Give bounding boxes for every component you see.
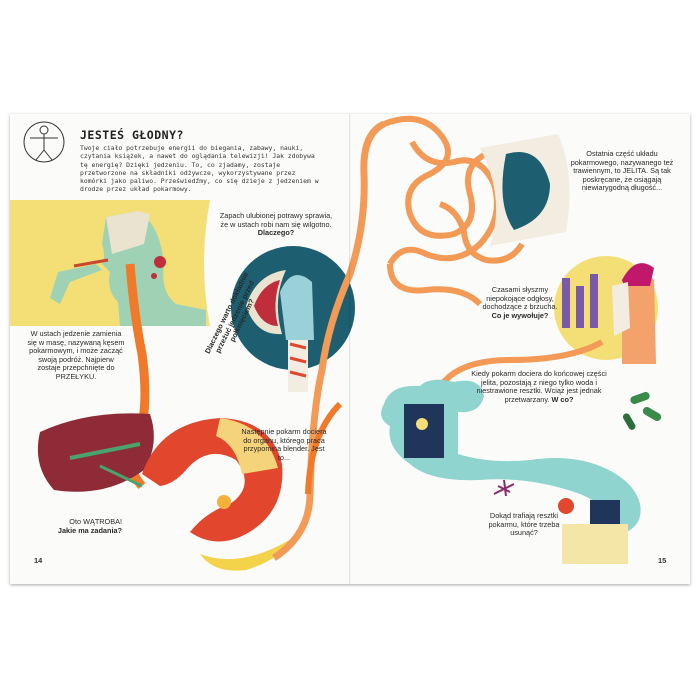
city-building <box>590 274 598 328</box>
colon-question: W co? <box>551 394 574 404</box>
salivary-gland <box>151 273 157 279</box>
salivary-gland <box>154 256 166 268</box>
food-ball <box>217 495 231 509</box>
intestine-flap-detail <box>502 152 550 230</box>
esophagus-lower <box>305 401 343 495</box>
city-building <box>562 278 570 328</box>
saliva-caption: Zapach ulubionej potrawy sprawia, że w u… <box>216 211 336 238</box>
page-gutter <box>349 114 351 584</box>
book-spread: JESTEŚ GŁODNY? Twoje ciało potrzebuje en… <box>10 114 690 584</box>
bacteria-icon <box>493 479 515 497</box>
mouth-inside <box>254 280 280 326</box>
stomach-caption: Następnie pokarm dociera do organu, któr… <box>241 427 327 462</box>
burp-caption: Czasami słyszmy niepokojące odgłosy, doc… <box>472 285 568 320</box>
spoon <box>73 258 109 268</box>
burp-question: Co je wywołuje? <box>491 310 549 320</box>
girl-hair <box>280 274 314 340</box>
saliva-question: Dlaczego? <box>257 228 295 238</box>
bile-duct <box>99 464 143 488</box>
liver-caption: Oto WĄTROBA! Jakie ma zadania? <box>24 517 122 535</box>
toilet-flap <box>562 524 628 564</box>
page-number-right: 15 <box>658 556 667 565</box>
boy-figure <box>622 273 656 364</box>
city-building <box>576 286 584 328</box>
liver-text: Oto WĄTROBA! <box>69 517 122 526</box>
colon <box>381 379 641 534</box>
colon-dark-panel <box>404 404 444 458</box>
liver-question: Jakie ma zadania? <box>57 525 122 535</box>
banana <box>200 536 296 571</box>
intestine-caption: Ostatnia część układu pokarmowego, nazyw… <box>570 149 674 193</box>
vitruvian-man-icon <box>23 121 65 163</box>
colon-dot <box>416 418 428 430</box>
pill-icon <box>622 391 662 430</box>
burp-text: Czasami słyszmy niepokojące odgłosy, doc… <box>482 285 558 312</box>
saliva-text: Zapach ulubionej potrawy sprawia, że w u… <box>219 211 333 229</box>
mouth-caption: W ustach jedzenie zamienia się w masę, n… <box>27 329 125 381</box>
head-flap <box>106 211 150 254</box>
red-ball <box>558 498 574 514</box>
boy-hair <box>622 263 654 286</box>
page-number-left: 14 <box>34 556 43 565</box>
digestive-system-illustration <box>10 115 662 571</box>
page-title: JESTEŚ GŁODNY? <box>80 128 184 142</box>
hand <box>50 264 102 304</box>
waste-caption: Dokąd trafiają resztki pokarmu, które tr… <box>488 511 560 538</box>
boy-flap <box>612 282 630 336</box>
intro-paragraph: Twoje ciało potrzebuje energii do biegan… <box>80 144 319 194</box>
shirt-stripes <box>289 342 307 378</box>
stomach-flap <box>216 418 278 474</box>
colon-text: Kiedy pokarm dociera do końcowej części … <box>471 369 607 404</box>
colon-caption: Kiedy pokarm dociera do końcowej części … <box>464 369 614 404</box>
bile-duct <box>69 442 141 460</box>
intestine-coils <box>382 115 525 307</box>
